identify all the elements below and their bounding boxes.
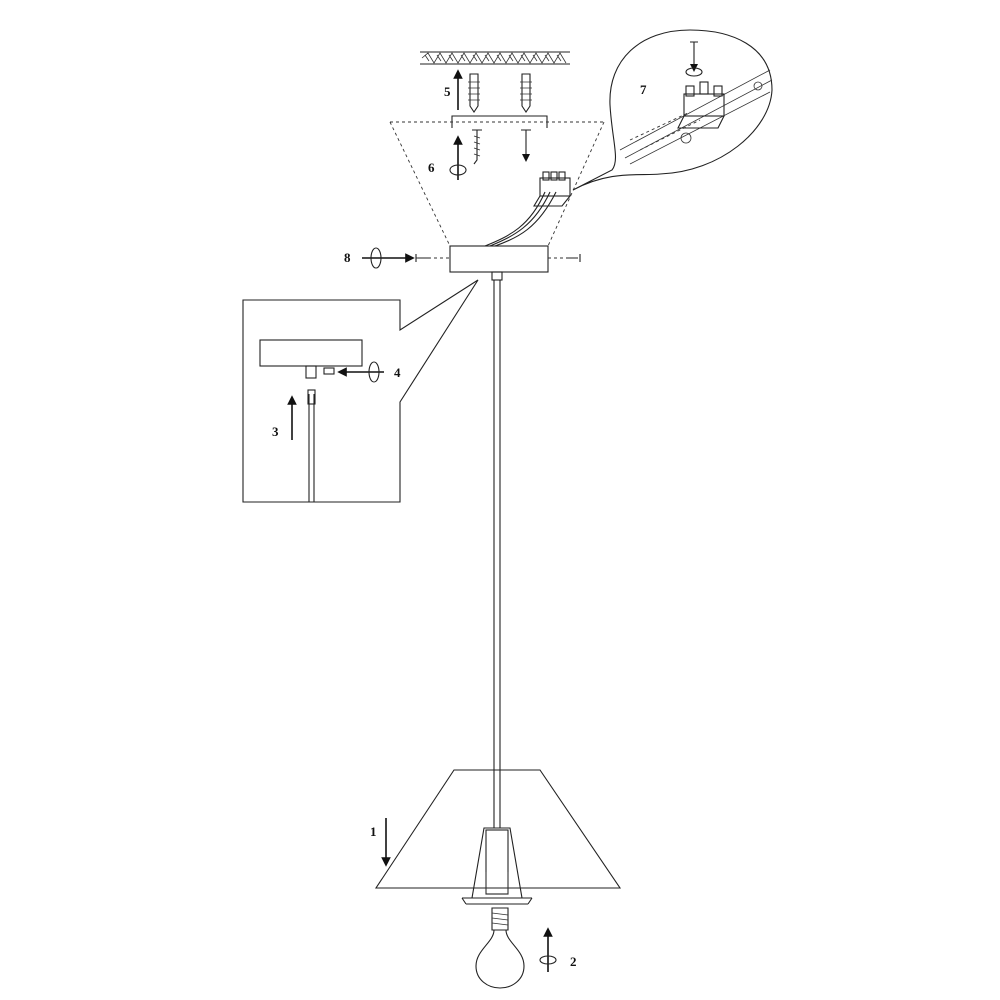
inset-cable [308, 394, 315, 502]
canopy [449, 245, 549, 273]
canopy-cord-grip [491, 271, 503, 281]
inset-detail-box [242, 279, 479, 503]
step-3-label: 3 [272, 424, 279, 439]
inset-grub-screw [323, 367, 335, 375]
projection-lines [389, 121, 605, 247]
step-2-rotate-icon [539, 955, 557, 965]
step-6-label: 6 [428, 160, 435, 175]
step-6-rotate-icon [449, 164, 467, 176]
side-screw-right [566, 254, 581, 262]
bracket-screw-right [521, 129, 531, 162]
terminal-block [533, 171, 571, 207]
step-8-label: 8 [344, 250, 351, 265]
inset-canopy [259, 339, 363, 367]
step-5-label: 5 [444, 84, 451, 99]
side-screw-left [415, 254, 430, 262]
inset-cord-grip [305, 365, 317, 379]
light-bulb [475, 907, 525, 989]
step-1-label: 1 [370, 824, 377, 839]
ceiling [420, 51, 570, 65]
lamp-holder [461, 827, 533, 905]
bracket-screw-left [472, 129, 482, 165]
step-2-label: 2 [570, 954, 577, 969]
wall-plug-right [520, 73, 532, 113]
step-7-label: 7 [640, 82, 647, 97]
step-4-rotate-icon [368, 361, 380, 383]
suspension-rod [493, 280, 501, 828]
supply-wires [484, 191, 557, 247]
lamp-shade [374, 769, 622, 889]
wiring-detail-bubble [572, 29, 773, 191]
inset-cable-end [307, 389, 316, 405]
wall-plug-left [468, 73, 480, 113]
step-8-rotate-icon [370, 247, 382, 269]
step-4-label: 4 [394, 365, 401, 380]
